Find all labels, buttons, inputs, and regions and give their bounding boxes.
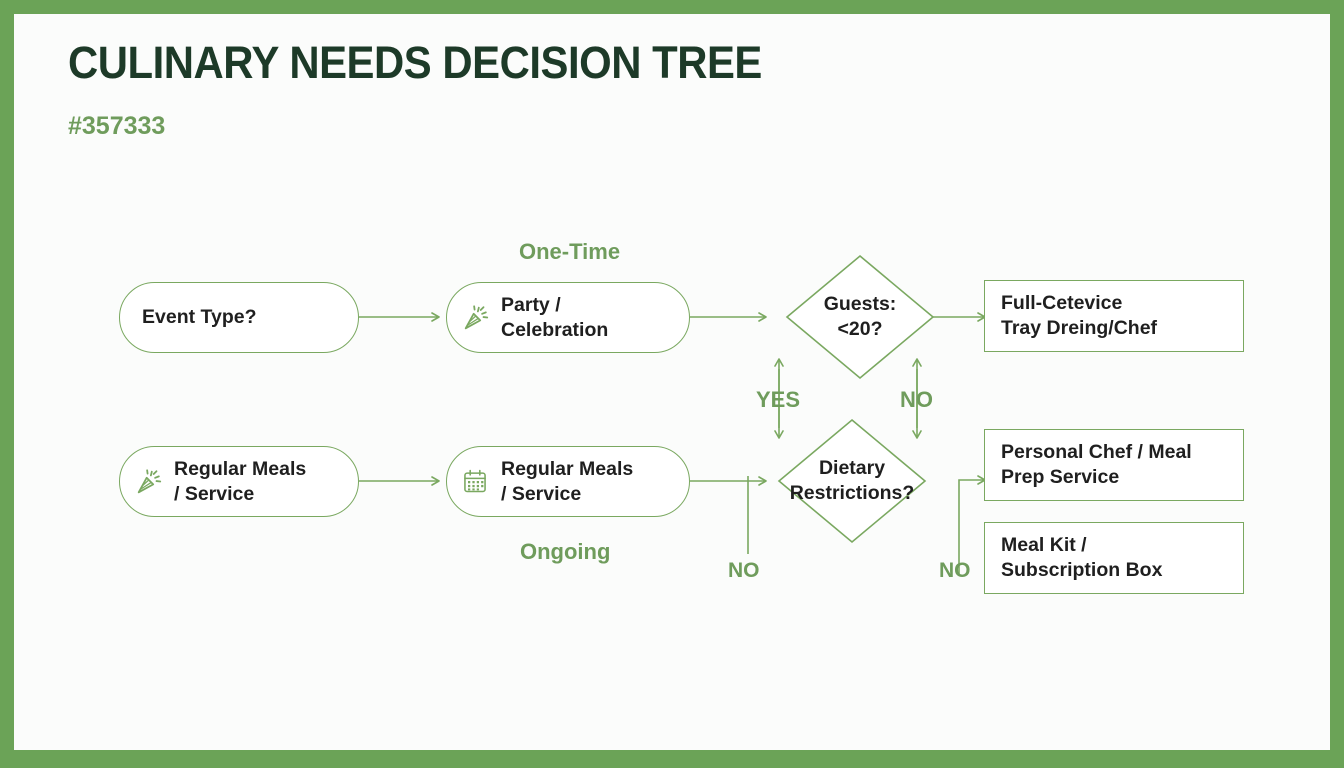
party-line-1: Party / <box>501 293 561 316</box>
full-service-line-1: Full-Cetevice <box>1001 291 1123 314</box>
regular-left-line-2: / Service <box>174 482 255 505</box>
page-subtitle: #357333 <box>68 112 166 140</box>
node-event-type[interactable]: Event Type? <box>119 282 359 353</box>
regular-right-line-2: / Service <box>501 482 582 505</box>
edge-label-one-time: One-Time <box>519 239 621 264</box>
node-regular-meals-left-label: Regular Meals / Service <box>174 457 306 507</box>
node-dietary-diamond[interactable]: Dietary Restrictions? <box>772 456 932 506</box>
node-regular-meals-right[interactable]: Regular Meals / Service <box>446 446 690 517</box>
personal-chef-line-1: Personal Chef / Meal <box>1001 440 1192 463</box>
party-line-2: Celebration <box>501 318 609 341</box>
personal-chef-line-2: Prep Service <box>1001 466 1120 488</box>
calendar-icon <box>461 467 491 497</box>
full-service-line-2: Tray Dreing/Chef <box>1001 317 1158 339</box>
meal-kit-line-1: Meal Kit / <box>1001 533 1087 556</box>
dietary-line-1: Dietary <box>818 457 886 479</box>
guests-line-1: Guests: <box>823 293 897 315</box>
party-popper-icon <box>134 467 164 497</box>
node-meal-kit[interactable]: Meal Kit / Subscription Box <box>984 522 1244 594</box>
edge-label-no-bottom-right: NO <box>939 559 971 582</box>
edge-label-no-right: NO <box>900 387 933 412</box>
node-full-service-label: Full-Cetevice Tray Dreing/Chef <box>1001 291 1157 342</box>
guests-line-2: <20? <box>837 317 883 340</box>
node-regular-meals-left[interactable]: Regular Meals / Service <box>119 446 359 517</box>
node-full-service[interactable]: Full-Cetevice Tray Dreing/Chef <box>984 280 1244 352</box>
edge-label-ongoing: Ongoing <box>520 539 611 564</box>
regular-right-line-1: Regular Meals <box>501 457 634 480</box>
node-event-type-label: Event Type? <box>142 306 257 329</box>
node-guests-diamond[interactable]: Guests: <20? <box>800 292 920 342</box>
page-title: CULINARY NEEDS DECISION TREE <box>68 37 762 88</box>
node-meal-kit-label: Meal Kit / Subscription Box <box>1001 533 1162 584</box>
party-popper-icon <box>461 303 491 333</box>
dietary-line-2: Restrictions? <box>789 481 915 504</box>
node-regular-meals-right-label: Regular Meals / Service <box>501 457 633 507</box>
connector-layer <box>359 254 986 574</box>
meal-kit-line-2: Subscription Box <box>1001 559 1163 581</box>
edge-label-no-bottom-left: NO <box>728 559 760 582</box>
node-personal-chef-label: Personal Chef / Meal Prep Service <box>1001 440 1192 491</box>
node-party-celebration[interactable]: Party / Celebration <box>446 282 690 353</box>
slide-canvas: CULINARY NEEDS DECISION TREE #357333 One… <box>14 14 1330 750</box>
regular-left-line-1: Regular Meals <box>174 457 307 480</box>
node-personal-chef[interactable]: Personal Chef / Meal Prep Service <box>984 429 1244 501</box>
edge-label-yes: YES <box>756 387 801 412</box>
node-party-celebration-label: Party / Celebration <box>501 293 608 343</box>
